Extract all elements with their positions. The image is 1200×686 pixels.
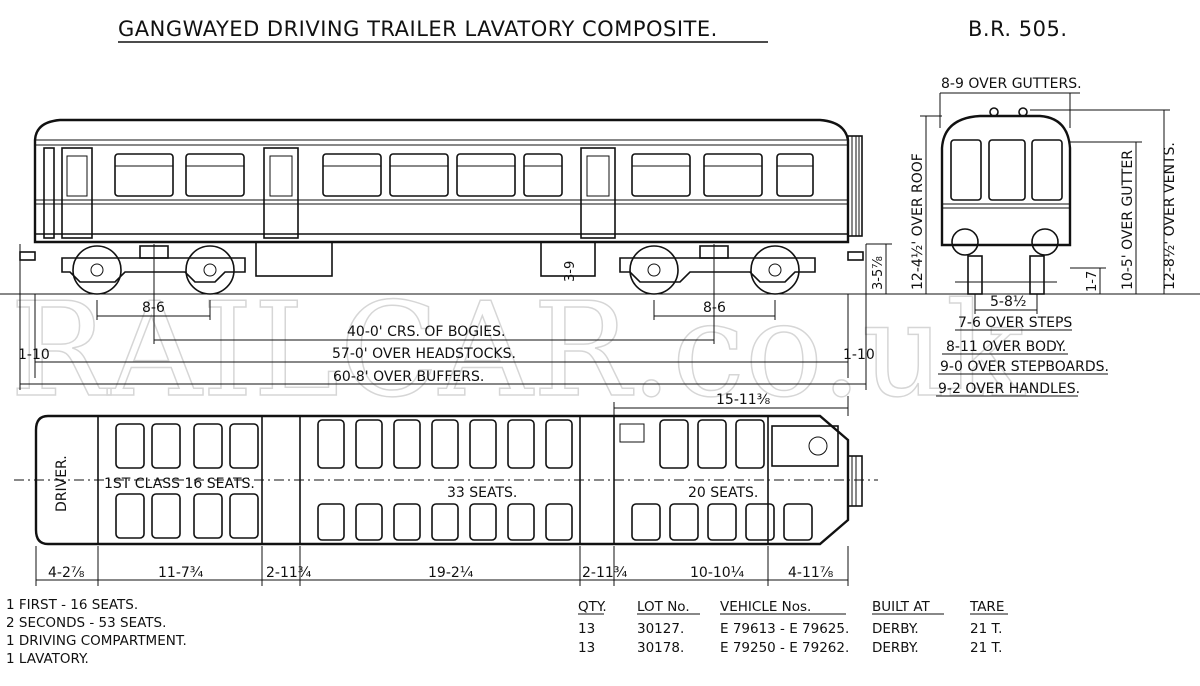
accommodation-item: 1 LAVATORY. xyxy=(6,651,89,667)
second-33-label: 33 SEATS. xyxy=(447,485,517,501)
table-cell: 30127. xyxy=(637,621,684,637)
plan-dim-4: 19-2¼ xyxy=(428,565,474,581)
over-steps-dim: 7-6 OVER STEPS xyxy=(958,315,1072,331)
end-body-outline xyxy=(940,114,1072,247)
plan-top-dim: 15-11⅜ xyxy=(716,392,771,408)
second-20-label: 20 SEATS. xyxy=(688,485,758,501)
table-cell: E 79250 - E 79262. xyxy=(720,640,849,656)
table-cell: 13 xyxy=(578,621,595,637)
gangway-bellows xyxy=(847,135,863,237)
drawing-title: GANGWAYED DRIVING TRAILER LAVATORY COMPO… xyxy=(118,17,718,41)
over-vents-dim: 12-8½' OVER VENTS. xyxy=(1162,142,1178,290)
diagram-number: B.R. 505. xyxy=(968,17,1068,41)
bogie-left xyxy=(61,245,246,295)
end-elevation: 8-9 OVER GUTTERS. 12-4½' OVER ROOF 10-5'… xyxy=(910,76,1178,397)
gangway-door-window xyxy=(988,139,1026,201)
first-class-seats xyxy=(115,423,259,539)
underframe-tank-1 xyxy=(255,241,333,277)
driver-label: DRIVER. xyxy=(54,455,70,512)
table-cell: E 79613 - E 79625. xyxy=(720,621,849,637)
cab-window-right xyxy=(1031,139,1063,201)
buffer-right-dim: 1-10 xyxy=(843,347,875,363)
cab-door xyxy=(61,147,93,239)
second-class-20-seats xyxy=(631,419,813,541)
table-row: 13 30178. E 79250 - E 79262. DERBY. 21 T… xyxy=(578,640,1002,656)
over-body-dim: 8-11 OVER BODY. xyxy=(946,339,1066,355)
over-buffers-dim: 60-8' OVER BUFFERS. xyxy=(333,369,484,385)
underframe-tank-2 xyxy=(540,241,596,277)
cab-window-left xyxy=(950,139,982,201)
coach-body-outline xyxy=(33,118,850,244)
tank-height-dim: 3-9 xyxy=(563,261,578,282)
plan-dim-5: 2-11¾ xyxy=(582,565,628,581)
over-gutters-dim: 8-9 OVER GUTTERS. xyxy=(941,76,1082,92)
table-cell: 30178. xyxy=(637,640,684,656)
plan-dim-2: 11-7¾ xyxy=(158,565,204,581)
plan-view: DRIVER. 1ST CLASS 16 SEATS. 33 SEATS. 20… xyxy=(14,392,878,586)
watermark-text: RAILCAR.co.uk xyxy=(10,274,1026,426)
accommodation-list: 1 FIRST - 16 SEATS. 2 SECONDS - 53 SEATS… xyxy=(6,597,187,667)
table-header-vehicles: VEHICLE Nos. xyxy=(720,599,811,615)
over-headstocks-dim: 57-0' OVER HEADSTOCKS. xyxy=(332,346,516,362)
gauge-dim: 5-8½ xyxy=(990,294,1026,310)
side-windows xyxy=(114,153,814,197)
table-header-built-at: BUILT AT xyxy=(872,599,931,615)
side-elevation: 8-6 8-6 40-0' CRS. OF BOGIES. 57-0' OVER… xyxy=(0,118,1200,390)
second-class-33-seats xyxy=(317,419,573,541)
lots-table: QTY. LOT No. VEHICLE Nos. BUILT AT TARE … xyxy=(578,599,1008,656)
plan-dim-3: 2-11¾ xyxy=(266,565,312,581)
table-header-qty: QTY. xyxy=(578,599,607,615)
plan-gangway xyxy=(847,455,863,507)
table-cell: 13 xyxy=(578,640,595,656)
accommodation-item: 2 SECONDS - 53 SEATS. xyxy=(6,615,166,631)
table-header-tare: TARE xyxy=(969,599,1004,615)
over-roof-dim: 12-4½' OVER ROOF xyxy=(910,153,926,290)
table-cell: 21 T. xyxy=(970,621,1002,637)
over-gutter-dim: 10-5' OVER GUTTER xyxy=(1120,150,1136,290)
table-header-lot: LOT No. xyxy=(637,599,690,615)
table-cell: DERBY. xyxy=(872,640,919,656)
plan-body-outline xyxy=(34,414,850,546)
table-cell: DERBY. xyxy=(872,621,919,637)
table-row: 13 30127. E 79613 - E 79625. DERBY. 21 T… xyxy=(578,621,1002,637)
plan-dim-1: 4-2⅞ xyxy=(48,565,85,581)
rail-to-headstock-dim: 3-5⅞ xyxy=(871,256,886,290)
accommodation-item: 1 DRIVING COMPARTMENT. xyxy=(6,633,187,649)
plan-dim-7: 4-11⅞ xyxy=(788,565,834,581)
passenger-door-1 xyxy=(263,147,299,239)
luggage-rack xyxy=(619,423,645,443)
bogie-centres-dim: 40-0' CRS. OF BOGIES. xyxy=(347,324,505,340)
passenger-door-2 xyxy=(580,147,616,239)
first-class-label: 1ST CLASS 16 SEATS. xyxy=(104,476,255,492)
buffer-left-dim: 1-10 xyxy=(18,347,50,363)
plan-dim-6: 10-10¼ xyxy=(690,565,745,581)
table-cell: 21 T. xyxy=(970,640,1002,656)
lavatory xyxy=(771,425,839,467)
over-stepboards-dim: 9-0 OVER STEPBOARDS. xyxy=(940,359,1109,375)
step-height-dim: 1-7 xyxy=(1085,271,1100,292)
accommodation-item: 1 FIRST - 16 SEATS. xyxy=(6,597,138,613)
wheelbase-left-dim: 8-6 xyxy=(142,300,165,316)
over-handles-dim: 9-2 OVER HANDLES. xyxy=(938,381,1080,397)
